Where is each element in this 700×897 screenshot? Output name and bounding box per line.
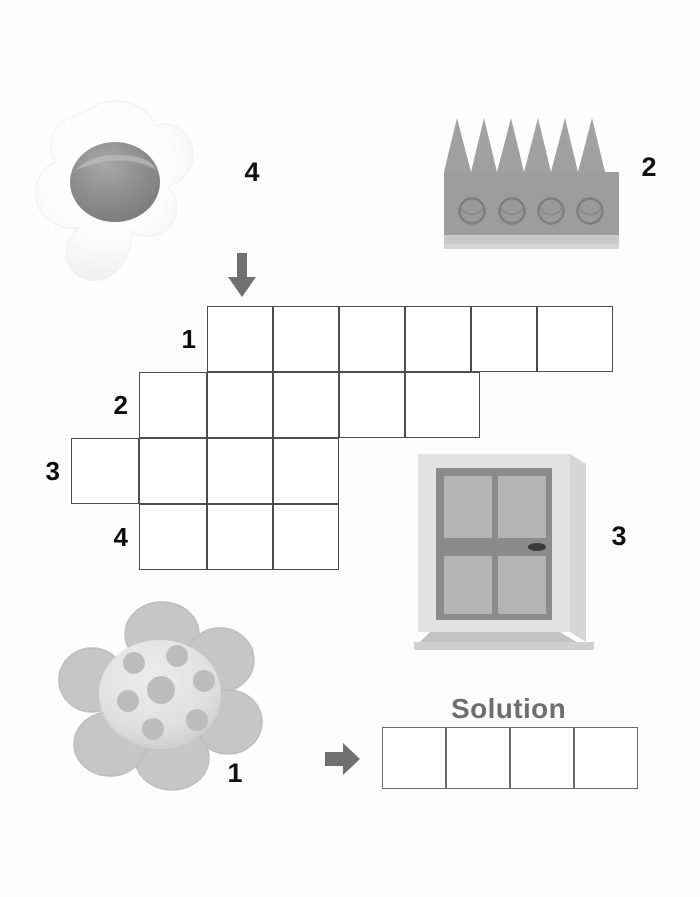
grid-cell-r1c5[interactable] [471,306,537,372]
grid-cell-r2c2[interactable] [207,372,273,438]
grid-row-label-2: 2 [113,390,128,420]
grid-cell-r4c3[interactable] [273,504,339,570]
solution-cell-2[interactable] [446,727,510,789]
solution-cell-4[interactable] [574,727,638,789]
flower-icon [58,598,268,798]
grid-cell-r1c6[interactable] [537,306,613,372]
clue-number-door: 3 [611,521,627,551]
solution-cell-1[interactable] [382,727,446,789]
grid-cell-r4c2[interactable] [207,504,273,570]
grid-cell-r3c2[interactable] [139,438,207,504]
grid-cell-r3c3[interactable] [207,438,273,504]
clue-number-egg: 4 [244,157,260,187]
grid-cell-r3c1[interactable] [71,438,139,504]
grid-cell-r1c2[interactable] [273,306,339,372]
grid-cell-r3c4[interactable] [273,438,339,504]
grid-row-label-4: 4 [113,522,128,552]
arrow-down-icon [227,253,257,299]
door-icon [414,452,594,652]
grid-cell-r4c1[interactable] [139,504,207,570]
solution-label: Solution [451,693,567,724]
grid-cell-r1c4[interactable] [405,306,471,372]
grid-cell-r1c1[interactable] [207,306,273,372]
arrow-right-icon [325,742,361,776]
grid-cell-r1c3[interactable] [339,306,405,372]
grid-row-label-3: 3 [45,456,60,486]
grid-cell-r2c4[interactable] [339,372,405,438]
clue-number-flower: 1 [227,758,243,788]
clue-number-crown: 2 [641,152,657,182]
grid-row-label-1: 1 [181,324,196,354]
fried-egg-icon [28,92,208,287]
grid-cell-r2c3[interactable] [273,372,339,438]
crown-icon [438,110,628,255]
solution-cell-3[interactable] [510,727,574,789]
grid-cell-r2c1[interactable] [139,372,207,438]
grid-cell-r2c5[interactable] [405,372,480,438]
